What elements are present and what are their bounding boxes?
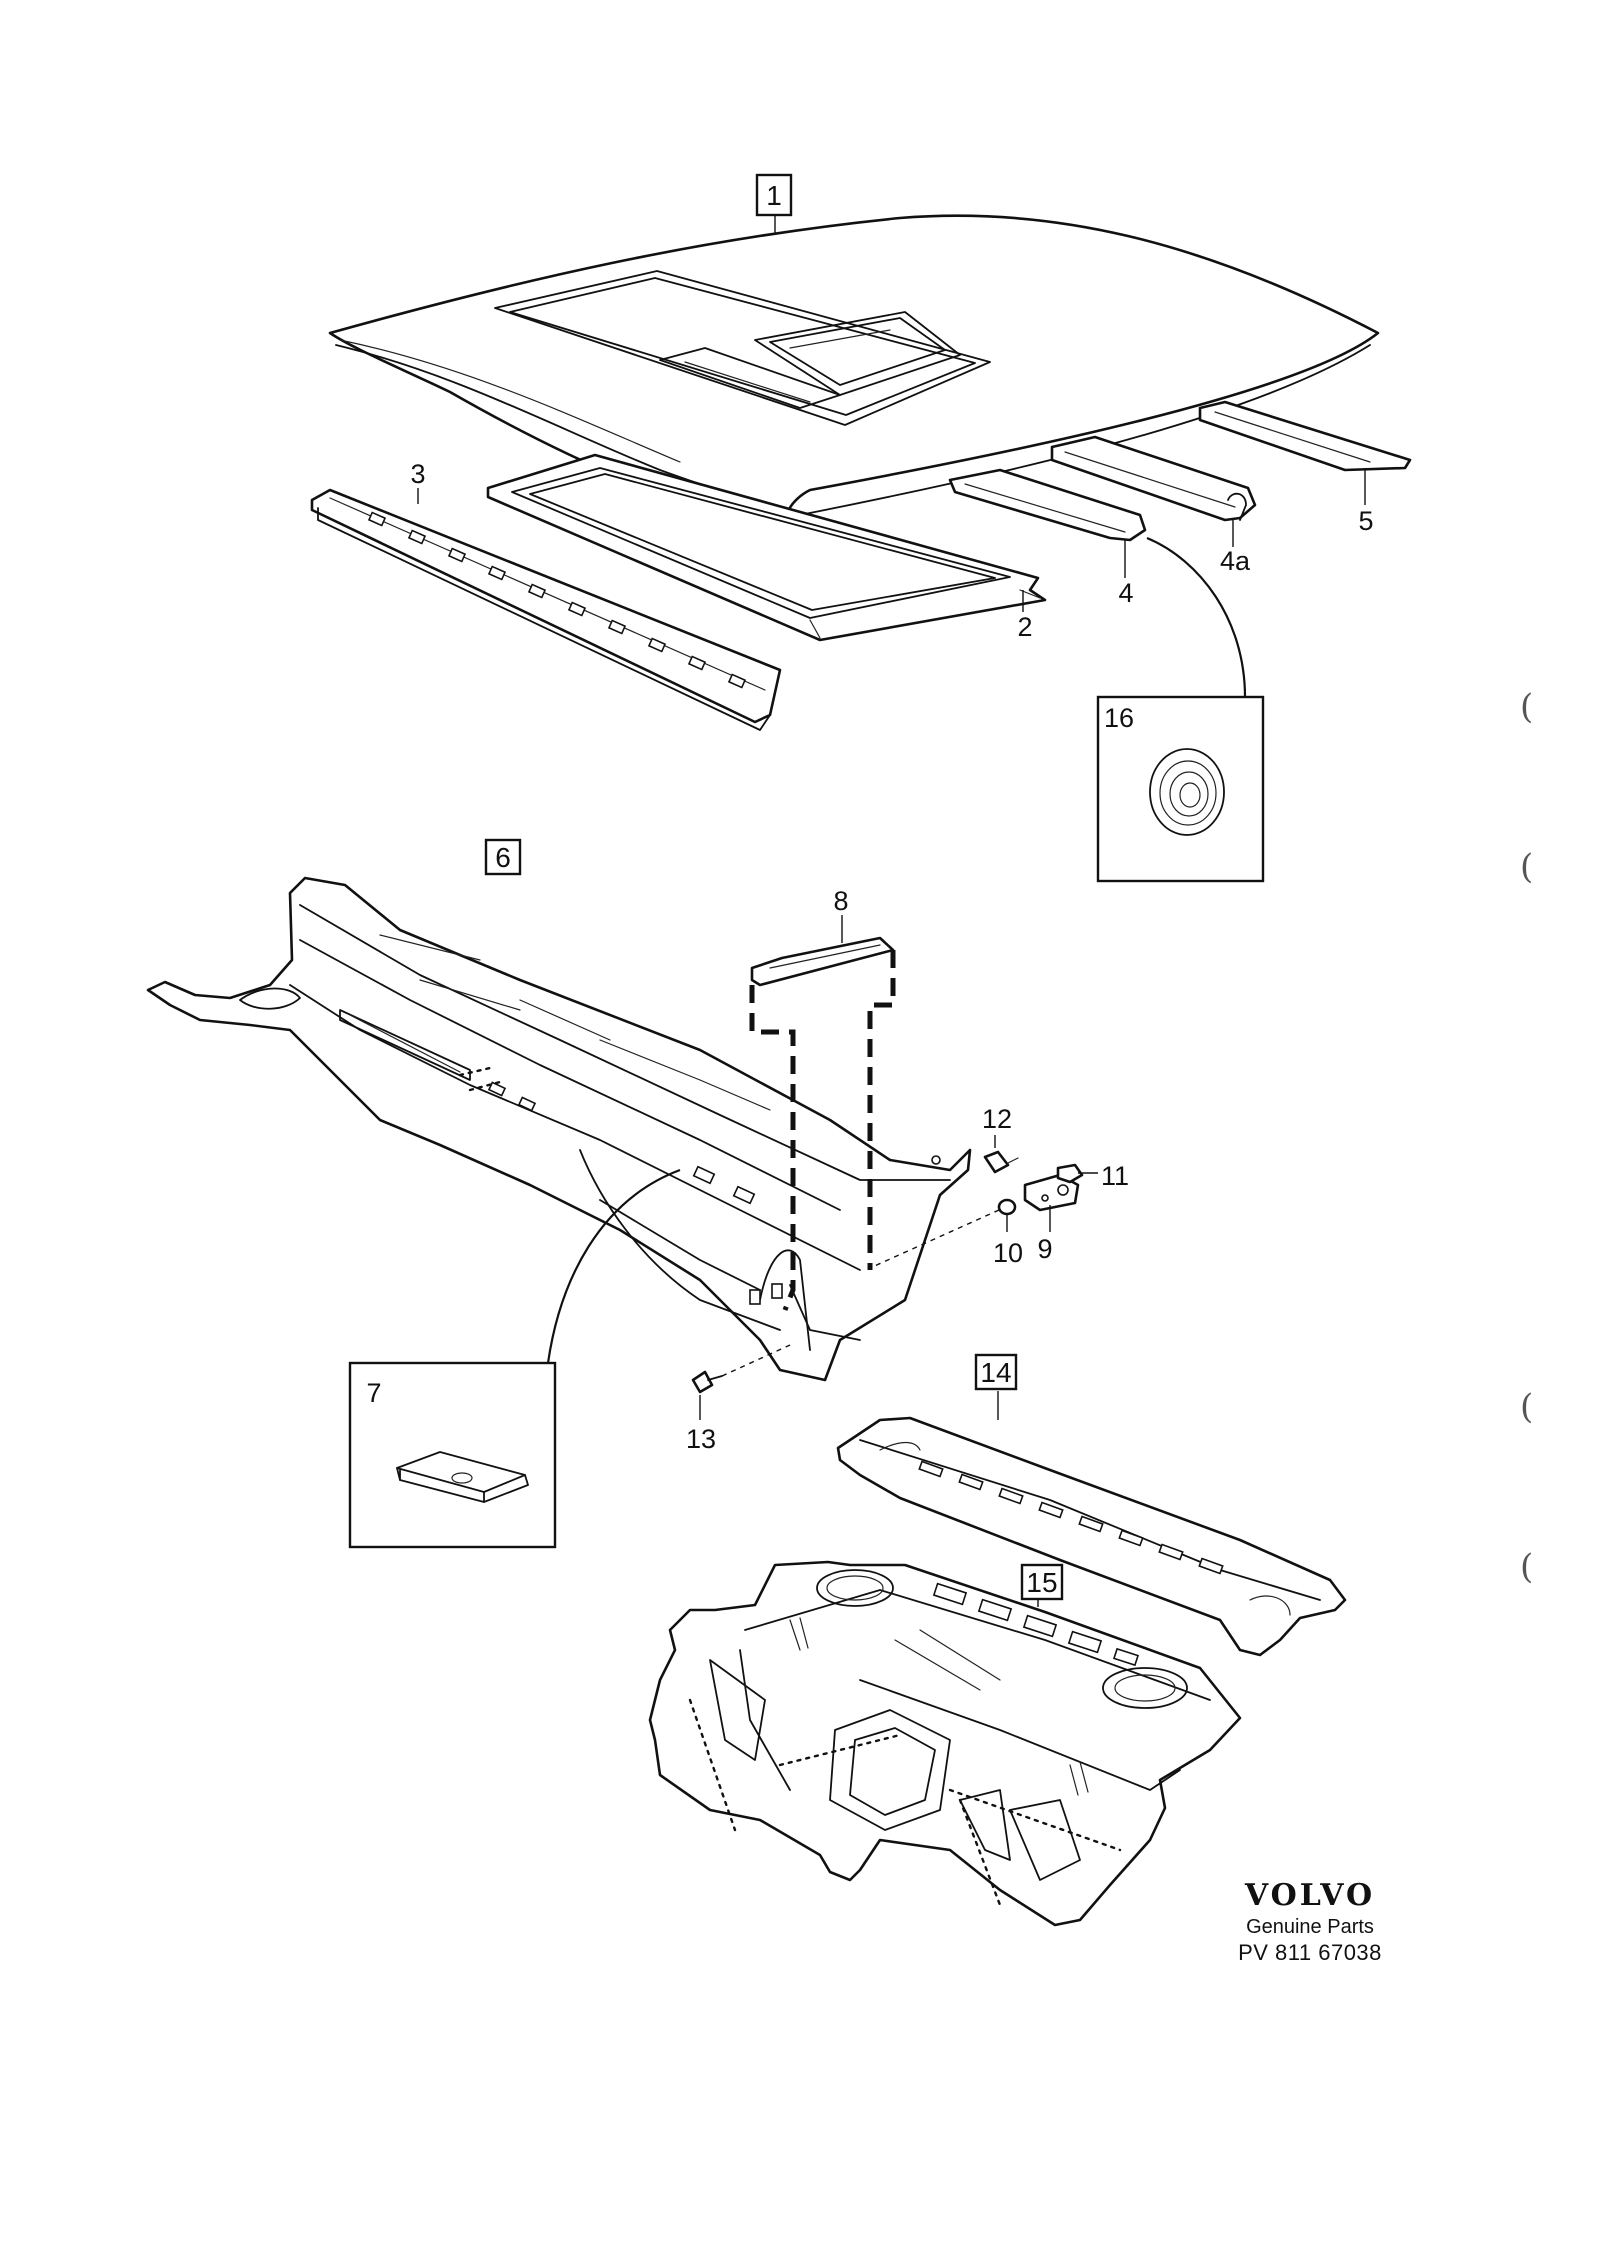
callout-8: 8 [833,886,848,916]
svg-text:6: 6 [495,842,511,873]
rear-shelf-panel [836,1416,1347,1657]
callout-11: 11 [1101,1161,1129,1191]
cowl-slots [487,1081,941,1305]
nut-11 [1056,1163,1084,1184]
cowl-bracket [749,936,896,1311]
roof-panel [328,214,1380,530]
grommet-inset [1096,536,1265,883]
margin-mark: ( [1520,847,1533,887]
callout-15: 15 [1020,1563,1064,1601]
cowl-panel [146,876,972,1382]
roof-cross-member-5 [1198,400,1412,472]
margin-mark: ( [1520,687,1533,727]
front-roof-rail [310,488,782,731]
callout-4: 4 [1118,578,1133,608]
callout-16: 16 [1104,703,1134,733]
callout-10: 10 [993,1238,1023,1268]
rail-slots [367,511,747,689]
callout-13: 13 [686,1424,716,1454]
volvo-logo: VOLVO [1244,1878,1376,1913]
washer-10 [869,1198,1017,1269]
bolt-12 [983,1150,1019,1174]
callout-12: 12 [982,1104,1012,1134]
callout-1: 1 [755,173,793,217]
roof-cross-member-4 [948,468,1147,542]
svg-text:14: 14 [980,1357,1011,1388]
shelf-slots [918,1460,1224,1575]
callout-14: 14 [974,1353,1018,1391]
margin-mark: ( [1520,1387,1533,1427]
callout-9: 9 [1037,1234,1052,1264]
callout-5: 5 [1358,506,1373,536]
callout-3: 3 [410,459,425,489]
margin-mark: ( [1520,1547,1533,1587]
brand-tagline: Genuine Parts [1246,1916,1374,1938]
callout-6: 6 [484,838,522,876]
roof-cross-member-4a [1050,435,1257,522]
sunroof-frame [486,453,1047,642]
callout-4a: 4a [1220,546,1251,576]
svg-text:15: 15 [1026,1567,1057,1598]
bulkhead-slots [932,1582,1140,1667]
callout-7: 7 [366,1378,381,1408]
rear-bulkhead [648,1560,1242,1927]
brand-block: VOLVO Genuine Parts PV 811 67038 [1220,1880,1400,1966]
reference-number: PV 811 67038 [1238,1940,1382,1965]
nut-plate-inset [348,1168,681,1549]
svg-text:1: 1 [766,180,782,211]
callout-2: 2 [1017,612,1032,642]
bolt-13 [691,1344,791,1394]
